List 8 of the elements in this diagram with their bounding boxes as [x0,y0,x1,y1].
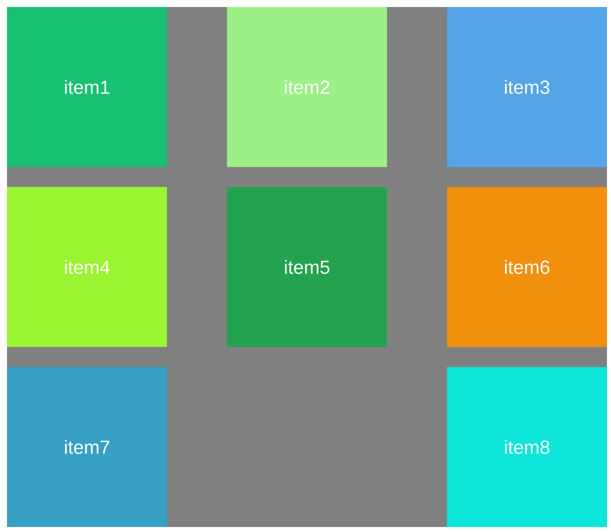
grid-item: item3 [447,7,607,167]
grid-item: item1 [7,7,167,167]
grid-item: item2 [227,7,387,167]
grid-item: item5 [227,187,387,347]
grid-item: item4 [7,187,167,347]
grid-item: item7 [7,367,167,527]
grid-item: item8 [447,367,607,527]
grid-item: item6 [447,187,607,347]
